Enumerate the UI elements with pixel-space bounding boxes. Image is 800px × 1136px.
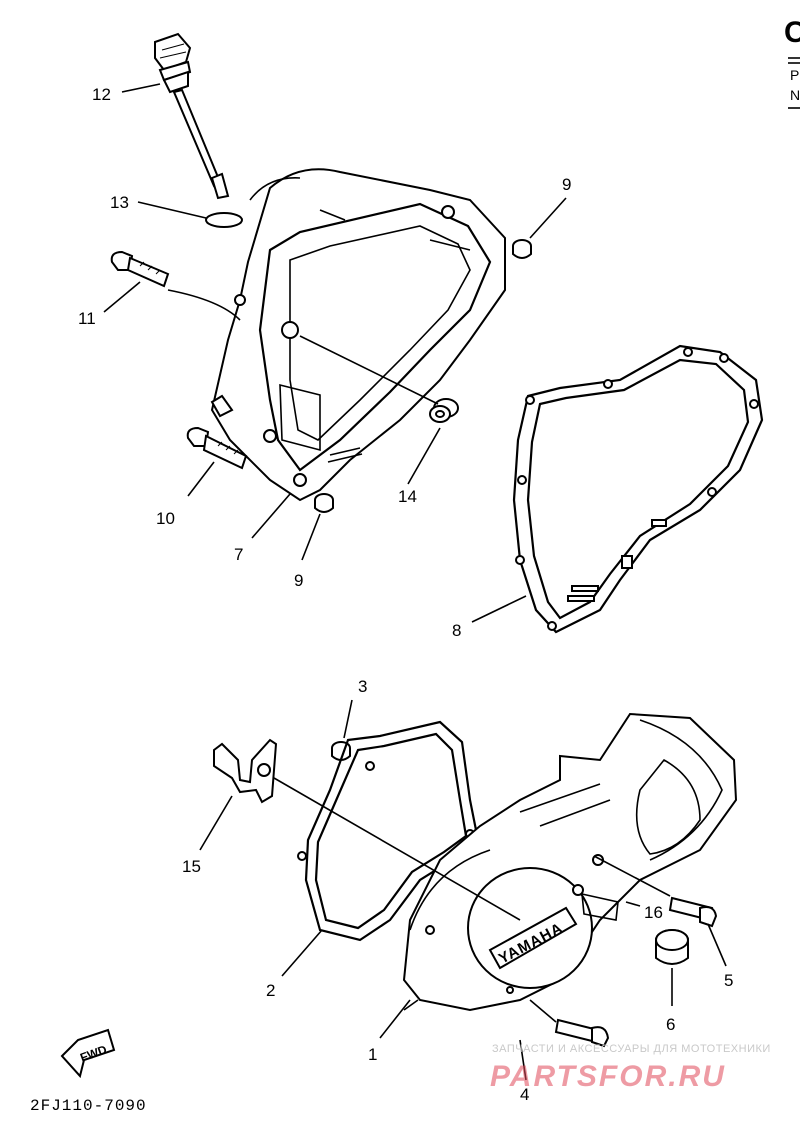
part-8-gasket[interactable] (512, 344, 764, 634)
part-7-crankcase-cover[interactable] (210, 168, 506, 502)
callout-labels: 12 13 11 9 14 10 7 9 8 3 15 16 2 5 1 6 4 (78, 85, 733, 1104)
callout-5[interactable]: 5 (724, 971, 733, 990)
part-6-cap[interactable] (655, 929, 689, 965)
header-line-2: N (790, 87, 800, 103)
part-1-crankcase-cover[interactable]: YAMAHA (402, 712, 738, 1012)
part-13-o-ring[interactable] (205, 212, 243, 228)
part-14-oil-seal[interactable] (429, 398, 459, 423)
leader-lines (103, 83, 727, 1081)
callout-12[interactable]: 12 (92, 85, 111, 104)
watermark: ЗАПЧАСТИ И АКСЕССУАРЫ ДЛЯ МОТОТЕХНИКИ PA… (490, 1043, 771, 1093)
part-10-bolt[interactable] (186, 426, 248, 470)
callout-9-lower[interactable]: 9 (294, 571, 303, 590)
watermark-tagline: ЗАПЧАСТИ И АКСЕССУАРЫ ДЛЯ МОТОТЕХНИКИ (492, 1043, 771, 1055)
fwd-arrow: FWD (60, 1028, 116, 1079)
callout-3[interactable]: 3 (358, 677, 367, 696)
part-3-dowel[interactable] (331, 741, 351, 761)
callout-7[interactable]: 7 (234, 545, 243, 564)
part-4-bolt[interactable] (554, 1018, 610, 1048)
callout-11[interactable]: 11 (78, 309, 96, 328)
callout-9-upper[interactable]: 9 (562, 175, 571, 194)
callout-15[interactable]: 15 (182, 857, 201, 876)
part-11-bolt[interactable] (110, 250, 170, 288)
part-12-dipstick[interactable] (154, 32, 230, 200)
callout-14[interactable]: 14 (398, 487, 417, 506)
callout-13[interactable]: 13 (110, 193, 129, 212)
part-15-bracket[interactable] (213, 738, 278, 804)
callout-1[interactable]: 1 (368, 1045, 377, 1064)
callout-2[interactable]: 2 (266, 981, 275, 1000)
header-line-1: P (790, 67, 799, 83)
header-corner-letter: C (784, 16, 800, 49)
part-9-dowel-lower[interactable] (314, 493, 334, 513)
watermark-brand: PARTSFOR.RU (490, 1060, 726, 1093)
callout-16[interactable]: 16 (644, 903, 663, 922)
callout-6[interactable]: 6 (666, 1015, 675, 1034)
diagram-code: 2FJ110-7090 (30, 1097, 147, 1115)
page-header-fragment: C P N (784, 16, 800, 109)
callout-10[interactable]: 10 (156, 509, 175, 528)
part-9-dowel-upper[interactable] (512, 239, 532, 259)
part-5-bolt[interactable] (668, 896, 718, 928)
callout-4[interactable]: 4 (520, 1085, 529, 1104)
callout-8[interactable]: 8 (452, 621, 461, 640)
